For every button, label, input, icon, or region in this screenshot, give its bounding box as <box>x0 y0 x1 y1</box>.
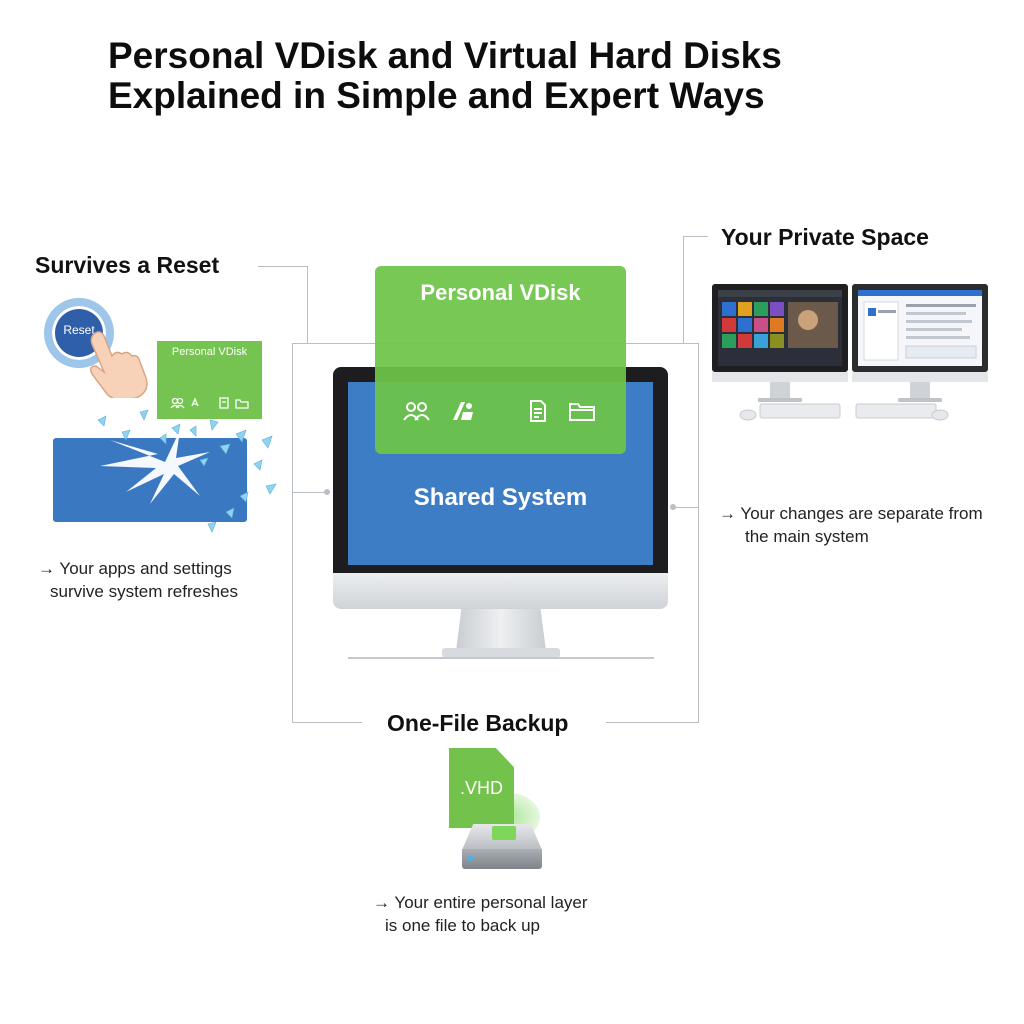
shared-system-label: Shared System <box>413 484 588 511</box>
reset-caption-line-2: survive system refreshes <box>50 582 238 601</box>
backup-caption-line-1: → Your entire personal layer <box>373 893 588 912</box>
two-desktops-illustration <box>712 284 988 421</box>
drive-activity-light <box>468 856 473 861</box>
monitor-foot <box>442 648 560 658</box>
shatter-burst-icon <box>97 409 277 533</box>
reset-caption-line-1: → Your apps and settings <box>38 559 232 578</box>
monitor-shadow <box>348 657 654 659</box>
users-icon <box>403 402 430 421</box>
personal-vdisk-card-label: Personal VDisk <box>171 346 248 358</box>
title-line-1: Personal VDisk and Virtual Hard Disks <box>108 35 782 76</box>
monitor-chin <box>333 573 668 609</box>
private-caption-line-2: the main system <box>745 527 869 546</box>
reset-heading: Survives a Reset <box>35 252 220 278</box>
personal-vdisk-layer <box>375 266 626 454</box>
vdisk-card-icons <box>170 397 249 409</box>
pointing-hand-icon <box>89 331 148 398</box>
apps-icon <box>453 402 473 420</box>
title-line-2: Explained in Simple and Expert Ways <box>108 75 765 116</box>
folder-icon <box>569 403 595 421</box>
backup-heading: One-File Backup <box>387 710 569 736</box>
drive-status-panel <box>492 826 516 840</box>
personal-vdisk-label: Personal VDisk <box>420 280 581 305</box>
private-caption-line-1: → Your changes are separate from <box>719 504 983 523</box>
hard-drive-body <box>462 849 542 869</box>
page-title: Personal VDisk and Virtual Hard Disks Ex… <box>108 36 928 116</box>
private-space-heading: Your Private Space <box>721 224 929 250</box>
document-icon <box>530 400 546 422</box>
backup-caption-line-2: is one file to back up <box>385 916 540 935</box>
monitor-stand <box>456 609 546 651</box>
vhd-file-icon <box>449 748 514 828</box>
vhd-file-label: .VHD <box>459 778 503 798</box>
reset-button-label: Reset <box>63 323 95 337</box>
